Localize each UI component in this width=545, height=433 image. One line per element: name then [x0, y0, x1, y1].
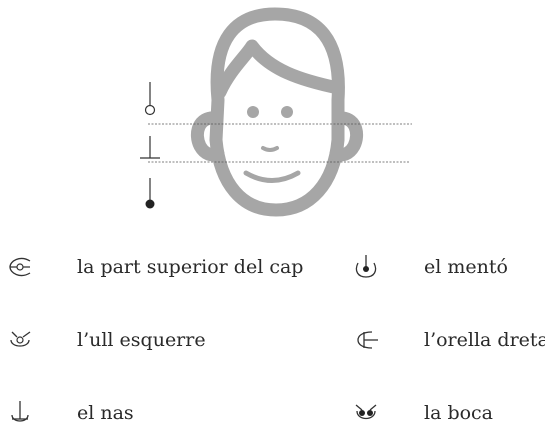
legend-label-left-eye: l’ull esquerre: [77, 329, 206, 351]
left-eye-symbol-icon: [10, 331, 31, 347]
nose-symbol-icon: [11, 401, 29, 422]
legend-item-chin: el mentó: [346, 247, 508, 287]
nose: [261, 146, 279, 152]
legend-label-right-ear: l’orella dreta: [424, 329, 545, 351]
legend-item-left-eye: l’ull esquerre: [0, 320, 206, 360]
legend-item-nose: el nas: [0, 393, 134, 433]
mouth: [243, 170, 301, 183]
filled-circle-marker: [145, 199, 155, 209]
right-ear: [329, 111, 364, 162]
legend-item-mouth: la boca: [346, 393, 493, 433]
face-contour: [209, 7, 345, 217]
left-ear: [190, 111, 225, 162]
legend-label-nose: el nas: [77, 402, 134, 424]
left-eye: [247, 106, 259, 118]
mouth-symbol-icon: [355, 404, 377, 420]
head-outline: [190, 7, 364, 217]
right-eye: [281, 106, 293, 118]
chin-symbol-icon: [355, 255, 377, 278]
hair-line: [213, 39, 345, 99]
legend-label-mouth: la boca: [424, 402, 494, 424]
legend-item-right-ear: l’orella dreta: [346, 320, 545, 360]
measurement-markers: [140, 82, 160, 200]
face-diagram: [140, 7, 412, 217]
legend-label-top-of-head: la part superior del cap: [77, 256, 304, 278]
open-circle-marker: [144, 104, 156, 116]
legend-item-top-of-head: la part superior del cap: [0, 247, 303, 287]
right-ear-symbol-icon: [357, 331, 378, 349]
top-of-head-symbol-icon: [9, 257, 31, 277]
legend-label-chin: el mentó: [424, 256, 508, 278]
